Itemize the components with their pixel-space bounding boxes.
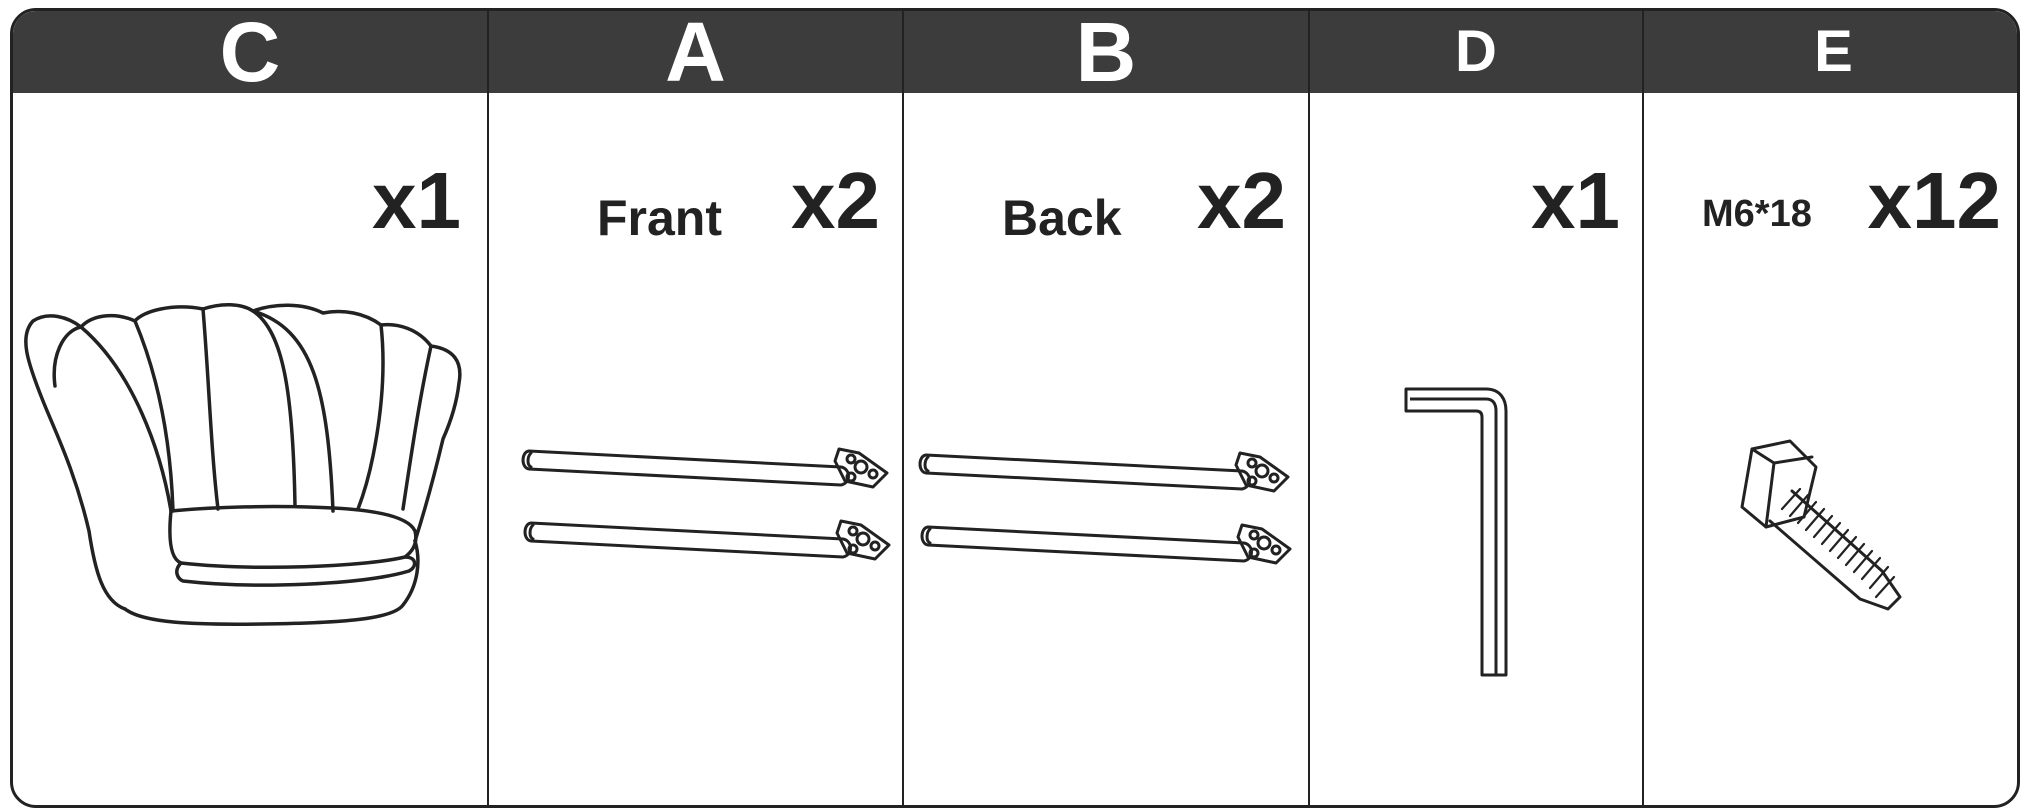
part-letter: D bbox=[1455, 19, 1497, 84]
part-column-d: D x1 bbox=[1310, 11, 1644, 805]
part-column-c: C x1 bbox=[13, 11, 489, 805]
part-quantity: x1 bbox=[1531, 156, 1620, 245]
part-header-a: A bbox=[489, 8, 902, 99]
part-column-e: E M6*18 x12 bbox=[1644, 11, 2017, 805]
part-letter: A bbox=[665, 8, 726, 99]
parts-list-sheet: C x1 A Frant x2 bbox=[10, 8, 2020, 808]
part-column-a: A Frant x2 bbox=[489, 11, 904, 805]
part-header-d: D bbox=[1310, 11, 1642, 93]
part-quantity: x1 bbox=[372, 156, 461, 245]
part-letter: E bbox=[1814, 19, 1853, 84]
part-label: M6*18 bbox=[1702, 193, 1812, 235]
allen-key-icon bbox=[1404, 387, 1508, 677]
chair-seat-icon bbox=[24, 303, 462, 626]
part-letter: C bbox=[219, 8, 281, 99]
part-label: Frant bbox=[597, 190, 722, 246]
part-quantity: x2 bbox=[791, 156, 880, 245]
part-header-e: E bbox=[1644, 11, 2017, 93]
back-legs-icon bbox=[918, 451, 1292, 565]
part-header-c: C bbox=[13, 8, 487, 99]
front-legs-icon bbox=[521, 447, 891, 561]
bolt-icon bbox=[1740, 439, 1902, 611]
part-label: Back bbox=[1002, 190, 1122, 246]
part-quantity: x12 bbox=[1867, 156, 2001, 245]
part-header-b: B bbox=[904, 8, 1308, 99]
part-quantity: x2 bbox=[1197, 156, 1286, 245]
part-letter: B bbox=[1075, 8, 1137, 99]
part-column-b: B Back x2 bbox=[904, 11, 1310, 805]
